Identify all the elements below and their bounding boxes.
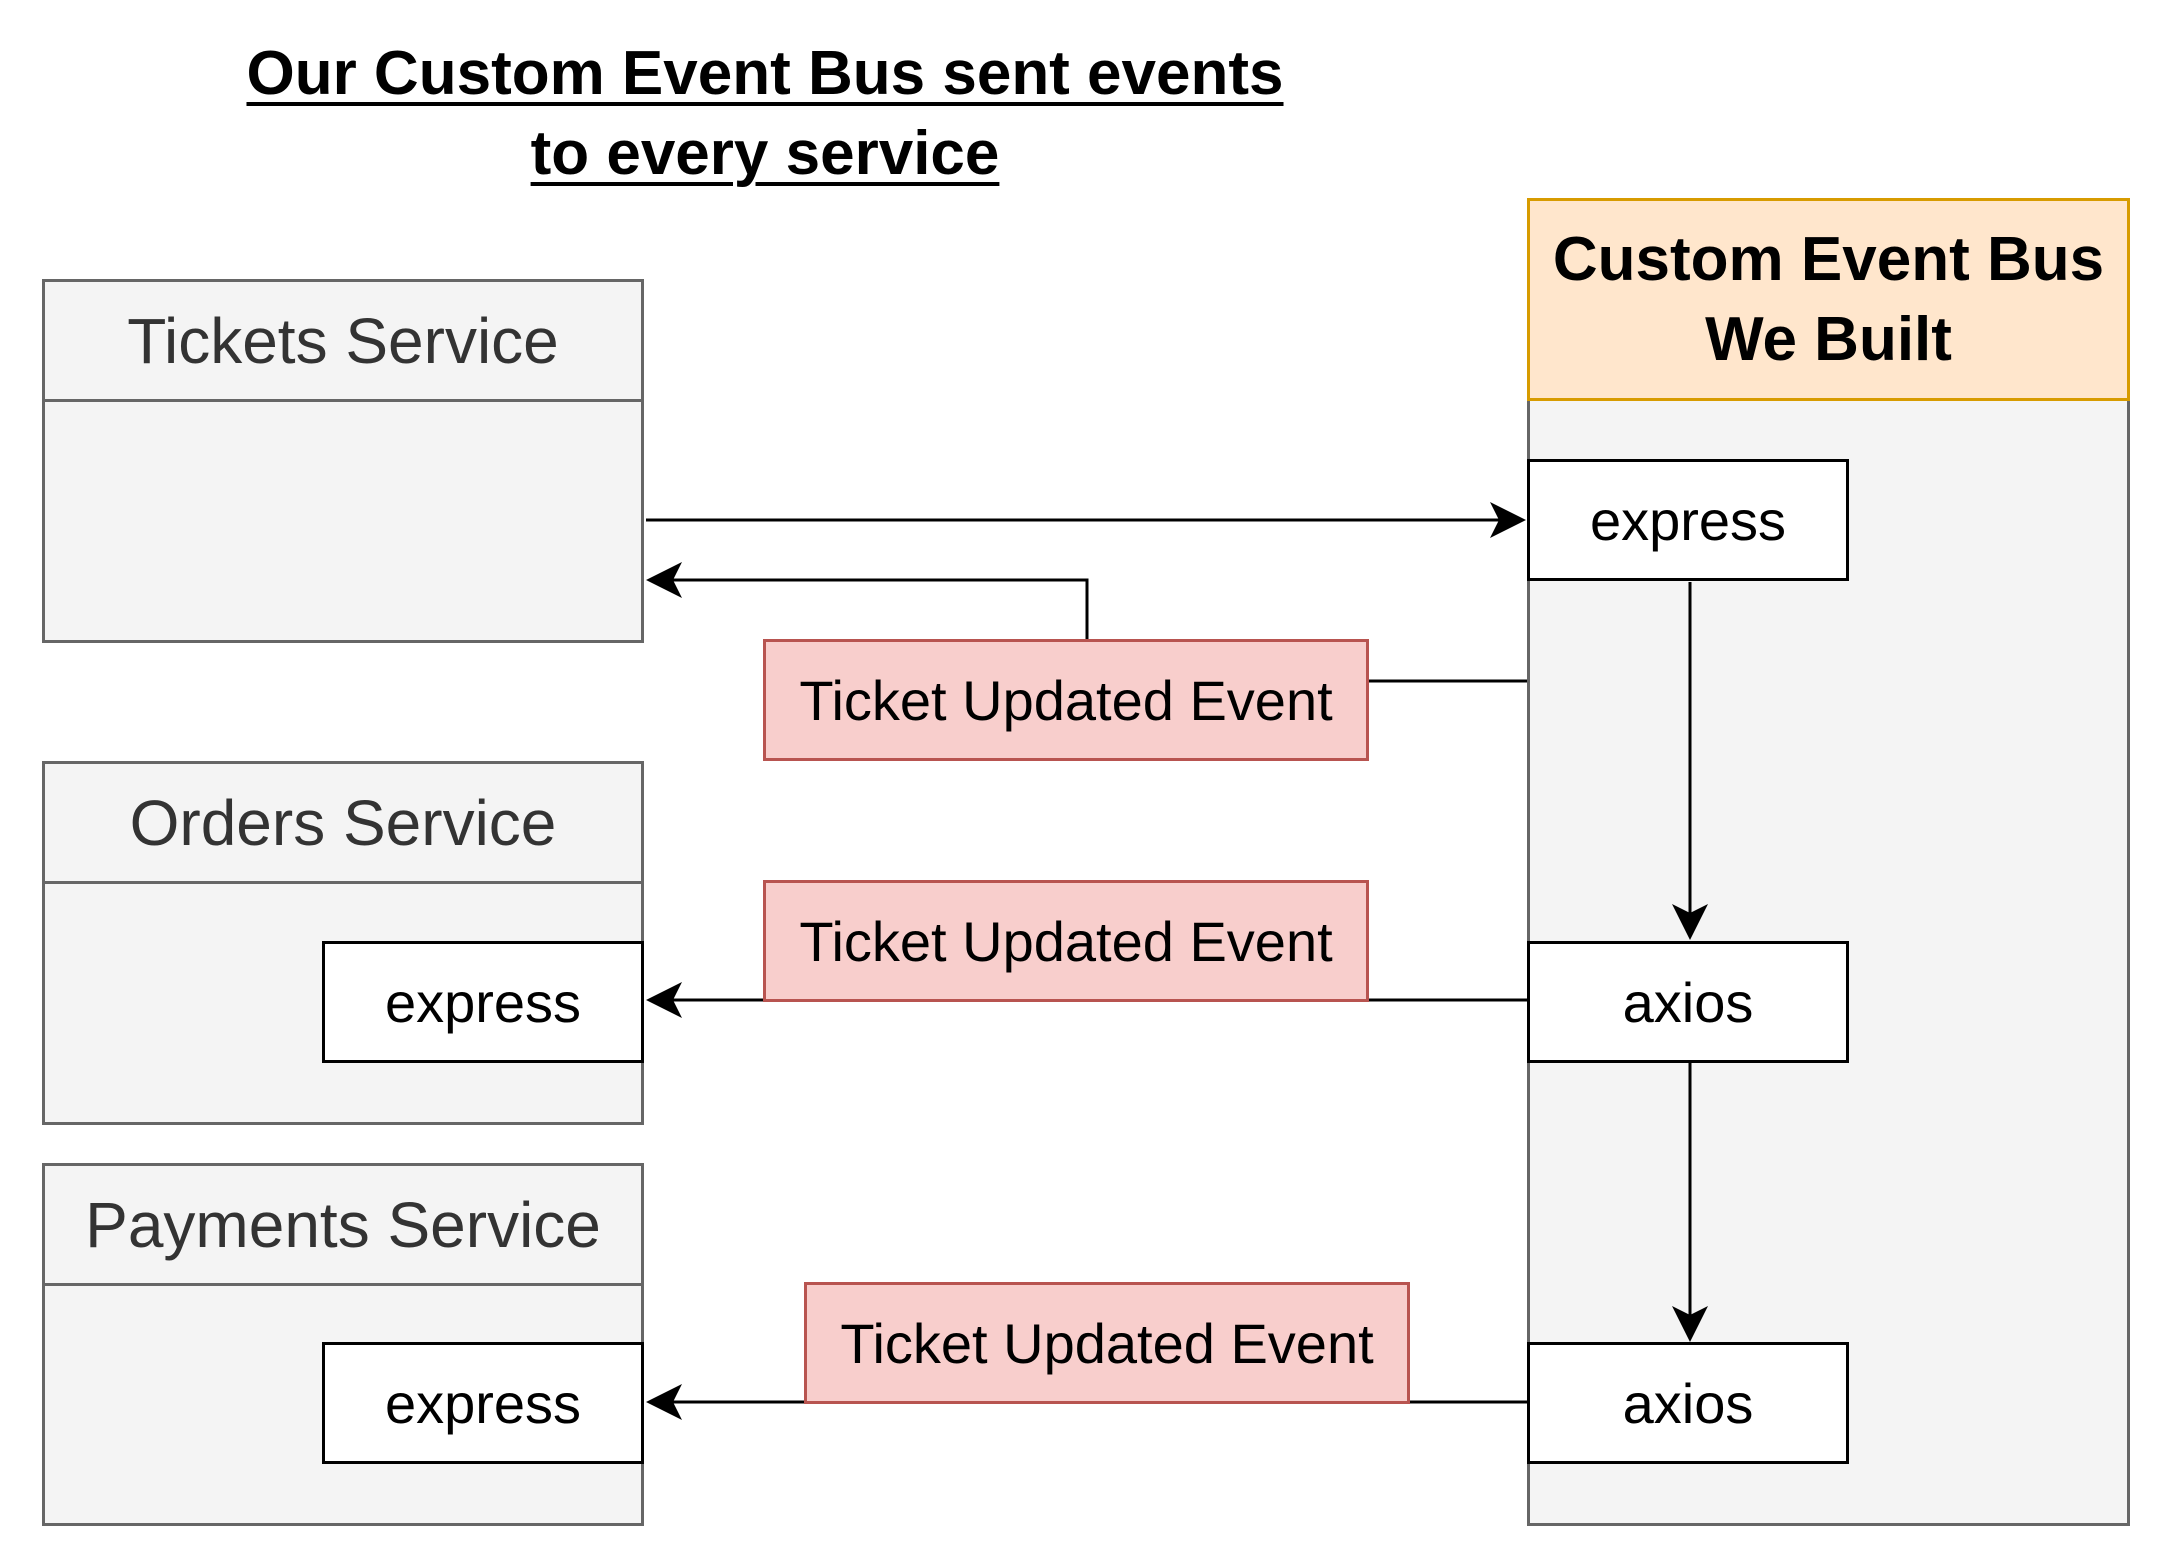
event-bus-title-line-2: We Built — [1705, 304, 1952, 374]
diagram-title: Our Custom Event Bus sent events to ever… — [140, 34, 1390, 194]
tickets-service: Tickets Service — [42, 279, 644, 643]
event-label-tickets: Ticket Updated Event — [763, 639, 1369, 761]
title-line-1: Our Custom Event Bus sent events — [246, 39, 1284, 108]
orders-express-box: express — [322, 941, 644, 1063]
orders-service-label: Orders Service — [45, 764, 641, 884]
tickets-service-label: Tickets Service — [45, 282, 641, 402]
bus-axios-box-1: axios — [1527, 941, 1849, 1063]
payments-express-box: express — [322, 1342, 644, 1464]
event-label-payments: Ticket Updated Event — [804, 1282, 1410, 1404]
event-label-orders: Ticket Updated Event — [763, 880, 1369, 1002]
payments-service-label: Payments Service — [45, 1166, 641, 1286]
event-bus-container: Custom Event Bus We Built — [1527, 198, 2130, 1526]
title-line-2: to every service — [530, 119, 1000, 188]
bus-express-box: express — [1527, 459, 1849, 581]
event-bus-header: Custom Event Bus We Built — [1527, 198, 2130, 401]
event-bus-title-line-1: Custom Event Bus — [1552, 224, 2105, 294]
bus-axios-box-2: axios — [1527, 1342, 1849, 1464]
